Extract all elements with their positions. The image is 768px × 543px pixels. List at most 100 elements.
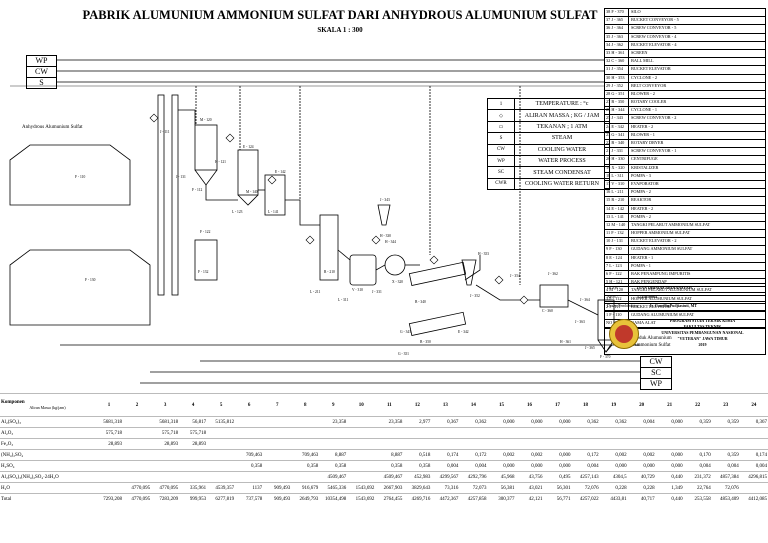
- institution-line: "VETERAN" JAWA TIMUR: [677, 336, 728, 341]
- equipment-name: POMPA - 3: [631, 172, 651, 178]
- equipment-code: 15 R - 210: [605, 197, 629, 205]
- mass-flow-value: 0,000: [627, 460, 656, 472]
- equipment-name: BLOWER - 2: [631, 90, 655, 96]
- legend-text: ALIRAN MASSA ; KG / JAM: [524, 112, 600, 119]
- mass-flow-value: 0,358: [319, 460, 348, 472]
- author-name: IYAN DHIMAS ARDIANSYAH: [637, 285, 692, 290]
- mass-flow-value: 0,000: [515, 460, 544, 472]
- mass-flow-value: 43,756: [515, 471, 544, 483]
- stream-number: 8: [291, 393, 320, 417]
- equipment-name: NAMA ALAT: [631, 320, 656, 326]
- mass-flow-value: 43,021: [515, 482, 544, 494]
- mass-flow-value: 4433,81: [599, 493, 628, 504]
- mass-flow-value: [95, 449, 124, 461]
- equipment-code: 11 F - 132: [605, 230, 629, 238]
- mass-flow-value: [347, 471, 376, 483]
- mass-flow-value: 23,358: [319, 416, 348, 428]
- feed-label: Anhydrous Alumunium Sulfat: [22, 125, 83, 130]
- mass-flow-value: [235, 471, 264, 483]
- mass-flow-value: 916,679: [291, 482, 320, 494]
- mass-flow-value: 4257,858: [459, 493, 488, 504]
- mass-flow-value: [627, 427, 656, 439]
- equipment-name: HEATER - 2: [631, 123, 654, 129]
- stream-number: 13: [431, 393, 460, 417]
- equipment-tag: L - 311: [338, 298, 349, 302]
- mass-flow-value: 4472,367: [431, 493, 460, 504]
- equipment-name: TANGKI PELARUT ALUMUNIUM SULFAT: [631, 287, 713, 293]
- mass-flow-value: 1,349: [655, 482, 684, 494]
- stream-number: 2: [123, 393, 152, 417]
- equipment-code: 35 J - 363: [605, 33, 629, 41]
- stream-number: 16: [515, 393, 544, 417]
- equipment-tag: L - 141: [268, 210, 279, 214]
- mass-flow-value: [683, 427, 712, 439]
- mass-flow-value: 335,961: [179, 482, 208, 494]
- equipment-code: 34 J - 362: [605, 41, 629, 49]
- table-subheader-label: Aliran Massa (kg/jam): [29, 405, 66, 410]
- mass-flow-value: 4299,567: [431, 471, 460, 483]
- legend-symbol: S: [488, 133, 515, 144]
- mass-flow-value: 0,004: [627, 416, 656, 428]
- mass-flow-value: 0,172: [571, 449, 600, 461]
- mass-flow-value: 0,004: [711, 460, 740, 472]
- institution-line: UNIVERSITAS PEMBANGUNAN NASIONAL: [661, 330, 744, 335]
- mass-flow-value: 0,440: [655, 493, 684, 504]
- mass-flow-value: [739, 482, 768, 494]
- stream-number: 4: [179, 393, 208, 417]
- equipment-name: BUCKET CONVEYOR - 5: [631, 17, 679, 23]
- institution-line: 2019: [698, 342, 707, 347]
- equipment-tag: J - 352: [470, 294, 480, 298]
- equipment-name: BAK PENGENDAP: [631, 279, 667, 285]
- equipment-name: BUCKET ELEVATOR - 4: [631, 41, 677, 47]
- equipment-code: 18 L - 311: [605, 172, 629, 180]
- mass-flow-value: 28,893: [151, 438, 180, 450]
- equipment-name: GUDANG AMMONIUM SULFAT: [631, 246, 693, 252]
- title-block: OLEH : IYAN DHIMAS ARDIANSYAH NPM : 1731…: [604, 283, 766, 355]
- equipment-name: SCREW CONVEYOR - 4: [631, 33, 677, 39]
- equipment-name: CYCLONE - 1: [631, 107, 658, 113]
- npm-value: 1731010064: [637, 294, 657, 299]
- mass-flow-value: 1543,692: [347, 493, 376, 504]
- mass-flow-value: 0,000: [655, 460, 684, 472]
- equipment-code: 37 J - 365: [605, 17, 629, 25]
- mass-flow-value: 0,002: [515, 449, 544, 461]
- mass-flow-value: [599, 438, 628, 450]
- equipment-code: 12 M - 140: [605, 221, 629, 230]
- equipment-code: 32 C - 360: [605, 58, 629, 66]
- mass-flow-value: [207, 438, 236, 450]
- equipment-name: HOPPER ALUMUNIUM SULFAT: [631, 295, 693, 301]
- equipment-code: 25 J - 343: [605, 115, 629, 123]
- equipment-name: BALL MILL: [631, 58, 654, 64]
- mass-flow-value: [263, 449, 292, 461]
- mass-flow-value: [123, 416, 152, 428]
- mass-flow-value: 4509,467: [375, 471, 404, 483]
- mass-flow-value: 4296,815: [739, 471, 768, 483]
- mass-flow-value: 0,495: [543, 471, 572, 483]
- mass-flow-value: 0,000: [487, 416, 516, 428]
- stream-number: 15: [487, 393, 516, 417]
- mass-flow-value: [207, 449, 236, 461]
- mass-flow-value: [543, 427, 572, 439]
- mass-flow-value: 4509,467: [319, 471, 348, 483]
- mass-flow-value: [599, 427, 628, 439]
- legend-text: STEAM CONDENSAT: [533, 169, 591, 176]
- mass-flow-value: 5681,318: [95, 416, 124, 428]
- equipment-tag: F - 122: [200, 230, 211, 234]
- equipment-code: 20 H - 330: [605, 156, 629, 164]
- equipment-tag: G - 341: [400, 330, 411, 334]
- equipment-code: 19 X - 320: [605, 164, 629, 172]
- mass-flow-value: [291, 438, 320, 450]
- mass-flow-value: 23,358: [375, 416, 404, 428]
- equipment-tag: X - 320: [392, 280, 403, 284]
- dosen-label: Dosen Pembimbing :: [607, 303, 641, 308]
